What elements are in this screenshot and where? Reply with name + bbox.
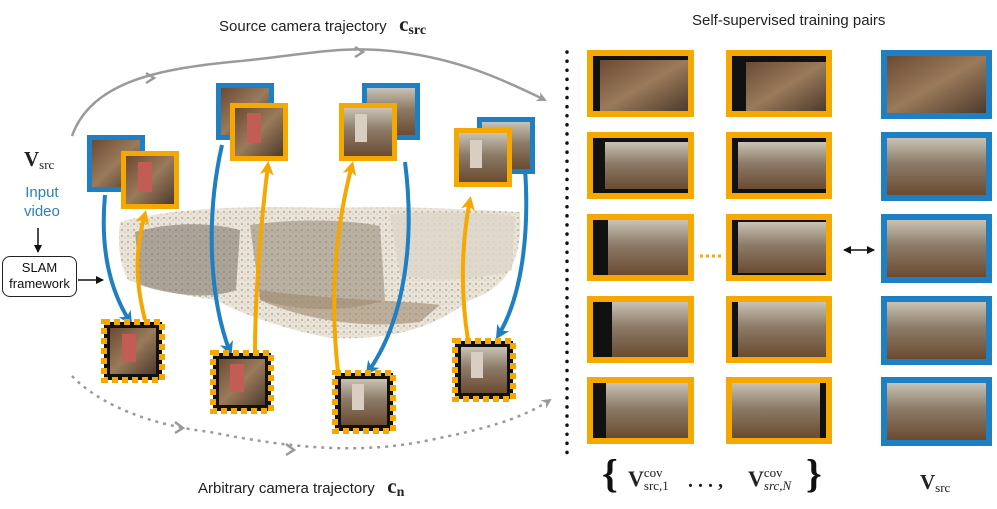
source-trajectory-label: Source camera trajectory csrc xyxy=(219,12,426,39)
render-arrow-3 xyxy=(365,161,411,376)
novel-view-dashed-2 xyxy=(210,350,274,414)
pair-frame-source-row5 xyxy=(881,377,992,446)
cov-symbol-1: V xyxy=(628,466,644,491)
warp-arrow-4 xyxy=(460,196,475,341)
pair-frame-col2-row4 xyxy=(726,296,832,363)
mid-arrow-gray xyxy=(174,421,186,435)
vsrc-subscript: src xyxy=(39,157,55,172)
pair-frame-col2-row2 xyxy=(726,132,832,199)
point-cloud-image xyxy=(118,206,521,339)
arbitrary-trajectory-label: Arbitrary camera trajectory cn xyxy=(198,474,404,501)
render-arrow-4 xyxy=(495,167,529,340)
pair-frame-col2-row3 xyxy=(726,214,832,281)
novel-frame-2 xyxy=(230,103,288,161)
warp-arrow-2 xyxy=(253,161,274,353)
slam-line1: SLAM xyxy=(21,260,58,275)
brace-close: } xyxy=(806,451,822,496)
slam-line2: framework xyxy=(9,276,70,291)
input-video-line2: video xyxy=(24,203,60,220)
novel-view-dashed-1 xyxy=(101,319,165,383)
pair-frame-col1-row5 xyxy=(587,377,694,444)
input-video-line1: Input xyxy=(25,184,59,201)
pair-frame-col1-row4 xyxy=(587,296,694,363)
cov-symbol-2: V xyxy=(748,466,764,491)
pair-frame-source-row1 xyxy=(881,50,992,119)
pair-frame-source-row2 xyxy=(881,132,992,201)
source-trajectory-symbol: c xyxy=(399,12,409,36)
pair-frame-col1-row2 xyxy=(587,132,694,199)
cov-sup-2: cov xyxy=(763,465,783,480)
novel-frame-3 xyxy=(339,103,397,161)
arbitrary-trajectory-symbol: c xyxy=(387,474,397,498)
render-arrow-1 xyxy=(101,194,133,326)
arbitrary-trajectory-text: Arbitrary camera trajectory xyxy=(198,480,375,497)
cov-sub-2: src,N xyxy=(763,478,792,493)
novel-frame-1 xyxy=(121,151,179,209)
arbitrary-trajectory-subscript: n xyxy=(396,485,405,500)
pair-frame-col2-row1 xyxy=(726,50,832,117)
cov-sup-1: cov xyxy=(643,465,663,480)
cov-sub-1: src,1 xyxy=(643,478,669,493)
novel-frame-4 xyxy=(454,128,512,187)
warp-arrow-3 xyxy=(332,161,357,373)
cov-set-dots: . . . , xyxy=(688,470,723,492)
pair-frame-col2-row5 xyxy=(726,377,832,444)
pair-frame-col1-row3 xyxy=(587,214,694,281)
novel-view-dashed-3 xyxy=(332,370,396,434)
vsrc-symbol: V xyxy=(24,147,40,171)
vsrc-bottom-symbol: V xyxy=(920,470,936,494)
vsrc-label: Vsrc xyxy=(24,147,54,173)
render-arrow-2 xyxy=(209,144,233,356)
pair-frame-col1-row1 xyxy=(587,50,694,117)
source-trajectory-text: Source camera trajectory xyxy=(219,18,387,35)
pairs-title: Self-supervised training pairs xyxy=(692,12,886,29)
vsrc-bottom-label: Vsrc xyxy=(920,470,950,496)
vsrc-bottom-subscript: src xyxy=(935,480,951,495)
brace-open: { xyxy=(602,451,618,496)
pair-frame-source-row3 xyxy=(881,214,992,283)
slam-framework-box: SLAM framework xyxy=(2,256,77,297)
novel-view-dashed-4 xyxy=(452,338,516,402)
source-trajectory-arrow xyxy=(70,48,547,137)
input-video-label: Input video xyxy=(24,183,60,221)
warp-arrow-1 xyxy=(135,210,150,321)
mid-arrow-gray xyxy=(145,71,157,85)
mid-arrow-gray xyxy=(354,45,366,59)
source-trajectory-subscript: src xyxy=(408,23,427,38)
mid-arrow-gray xyxy=(285,443,297,457)
pair-frame-source-row4 xyxy=(881,296,992,365)
